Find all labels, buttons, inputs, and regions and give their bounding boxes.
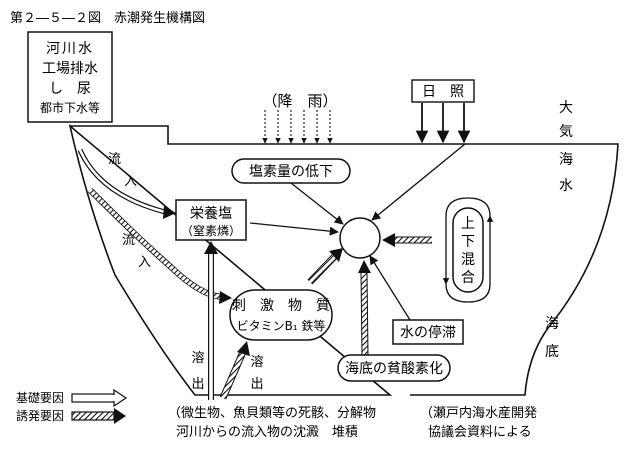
basic-factor-arrows [249, 143, 466, 321]
figure-title: 第２―５―２図 赤潮発生機構図 [10, 11, 205, 26]
stimulants-label: 刺 激 物 質 [232, 297, 330, 314]
vertical-mixing-1: 上 [461, 216, 475, 232]
legend-triggering-arrow [71, 408, 126, 424]
bottom-note-line-2: 河川からの流入物の沈澱 堆積 [176, 425, 358, 440]
source-note-line-2: 協議会資料による [428, 425, 532, 440]
source-river-water: 河川水 [46, 41, 94, 57]
water-stagnation-label: 水の停滞 [400, 324, 456, 341]
inflow-lower-1: 流 [122, 233, 135, 248]
vertical-mixing-4: 合 [461, 270, 475, 286]
atmosphere-label-2: 気 [559, 124, 573, 140]
legend-basic-label: 基礎要因 [16, 391, 64, 405]
source-urban-sewage: 都市下水等 [40, 100, 100, 115]
sunlight-label: 日 照 [422, 84, 464, 100]
inflow-upper-2: 入 [124, 174, 137, 189]
trigger-arrow-seafloor [358, 260, 371, 356]
pollution-sources-box: 河川水 工場排水 し 尿 都市下水等 [27, 31, 113, 123]
rain-label: （降 雨） [262, 92, 337, 110]
red-tide-center [339, 217, 381, 259]
atmosphere-label-1: 大 [559, 100, 573, 116]
bottom-note-line-1: （微生物、魚貝類等の死骸、分解物 [168, 405, 376, 421]
seafloor-oxygen-label: 海底の貧酸素化 [345, 361, 443, 377]
inflow-basic-arrow [77, 148, 176, 219]
sea-basin-outline [68, 123, 619, 396]
source-note-line-1: （瀬戸内海水産開発 [420, 405, 537, 421]
legend: 基礎要因 誘発要因 [16, 388, 128, 424]
water-stagnation-box [392, 319, 464, 345]
dissolution-triggering-arrow [219, 341, 250, 400]
source-factory-wastewater: 工場排水 [42, 61, 98, 77]
trigger-arrow-mixing [382, 233, 432, 247]
seawater-label-2: 水 [559, 178, 573, 194]
trigger-arrow-stimulants [307, 248, 343, 285]
inflow-lower-2: 入 [138, 255, 151, 270]
stimulants-box [229, 289, 333, 341]
vertical-mixing-box [452, 207, 484, 293]
legend-basic-arrow [71, 388, 128, 408]
dissolution-left-1: 溶 [191, 351, 204, 366]
seafloor-oxygen-box [337, 354, 451, 382]
seafloor-label-2: 底 [545, 344, 559, 360]
nutrients-box [175, 199, 247, 241]
sunlight-box [411, 79, 475, 103]
inflow-upper-1: 流 [108, 152, 121, 167]
sunlight-arrows [415, 103, 471, 144]
dissolution-basic-arrow [204, 241, 218, 400]
salt-decrease-label: 塩素量の低下 [249, 164, 333, 180]
vertical-mixing-2: 下 [461, 234, 475, 250]
vertical-mixing-cycle [445, 197, 491, 303]
seafloor-label-1: 海 [545, 316, 559, 332]
seawater-label-1: 海 [559, 152, 573, 168]
stimulants-sub-label: ビタミンB₁ 鉄等 [237, 318, 326, 333]
dissolution-right-2: 出 [250, 377, 263, 392]
source-night-soil: し 尿 [49, 81, 91, 97]
rain-arrows [262, 110, 333, 144]
dissolution-right-1: 溶 [250, 355, 263, 370]
vertical-mixing-3: 混 [461, 252, 475, 268]
nutrients-label: 栄養塩 [190, 205, 232, 222]
legend-triggering-label: 誘発要因 [16, 409, 64, 423]
nutrients-sub-label: （窒素燐） [181, 223, 241, 238]
inflow-triggering-arrow [87, 187, 232, 304]
dissolution-left-2: 出 [191, 377, 204, 392]
